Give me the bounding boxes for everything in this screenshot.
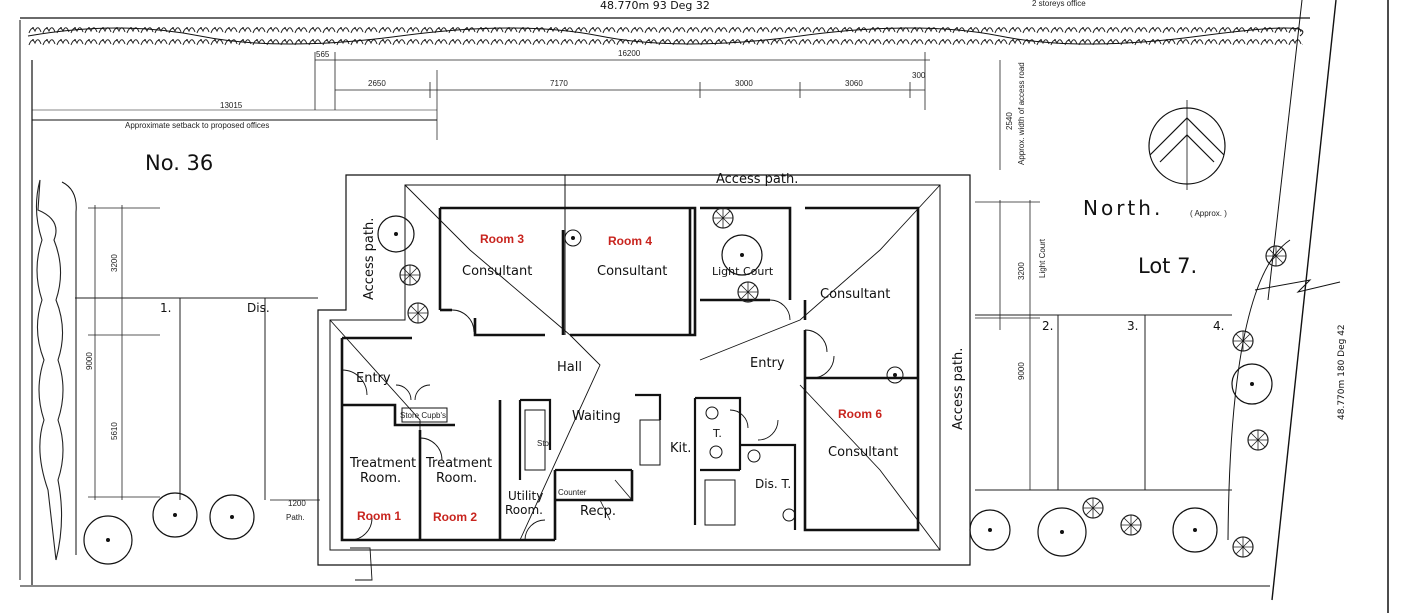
label-light-court: Light Court bbox=[712, 265, 774, 278]
label-dis-t: Dis. T. bbox=[755, 477, 791, 491]
label-recp: Recp. bbox=[580, 504, 616, 519]
room-tag-3: Room 3 bbox=[480, 232, 524, 246]
tree-icon bbox=[969, 509, 1011, 551]
setback-note: Approximate setback to proposed offices bbox=[125, 121, 269, 130]
label-consultant-6: Consultant bbox=[828, 445, 898, 460]
dim-2650: 2650 bbox=[368, 79, 386, 88]
label-sto: Sto bbox=[537, 439, 550, 448]
bay-dis: Dis. bbox=[247, 301, 270, 315]
tree-icon bbox=[83, 515, 133, 565]
top-rooms-walls bbox=[438, 206, 792, 337]
tree-icon bbox=[209, 494, 255, 540]
dim-3000: 3000 bbox=[735, 79, 753, 88]
parking-left bbox=[75, 297, 318, 500]
label-t: T. bbox=[712, 427, 722, 440]
access-width-note: Approx. width of access road bbox=[1017, 62, 1026, 165]
path-label: Path. bbox=[286, 513, 305, 522]
access-path-top: Access path. bbox=[716, 172, 798, 187]
setback-dimension: 13015 bbox=[220, 101, 243, 110]
trees bbox=[83, 207, 1291, 565]
label-treatment-2a: Treatment bbox=[425, 456, 492, 471]
right-dimensions bbox=[975, 60, 1040, 490]
dim-16200: 16200 bbox=[618, 49, 641, 58]
label-consultant-4: Consultant bbox=[597, 264, 667, 279]
room-tags: Room 1 Room 2 Room 3 Room 4 Room 6 bbox=[357, 232, 882, 524]
tree-icon bbox=[721, 234, 763, 276]
tree-icon bbox=[377, 215, 415, 253]
north-label: North. bbox=[1083, 196, 1163, 220]
shrub-icon bbox=[407, 302, 429, 324]
shrub-icon bbox=[1120, 514, 1142, 536]
dim-1200: 1200 bbox=[288, 499, 306, 508]
bay-1: 1. bbox=[160, 301, 171, 315]
label-treatment-2b: Room. bbox=[436, 471, 477, 486]
north-arrow-icon bbox=[1148, 100, 1226, 190]
dim-2540: 2540 bbox=[1005, 112, 1014, 130]
shrub-icon bbox=[399, 264, 421, 286]
room-tag-1: Room 1 bbox=[357, 509, 401, 523]
shrub-icon bbox=[712, 207, 734, 229]
north-approx: ( Approx. ) bbox=[1190, 209, 1227, 218]
dim-3060: 3060 bbox=[845, 79, 863, 88]
left-boundary bbox=[19, 20, 1270, 587]
label-consultant-3: Consultant bbox=[462, 264, 532, 279]
label-treatment-1b: Room. bbox=[360, 471, 401, 486]
bay-4: 4. bbox=[1213, 319, 1224, 333]
top-right-note: 2 storeys office bbox=[1032, 0, 1086, 8]
label-hall: Hall bbox=[557, 360, 582, 375]
shrub-icon bbox=[1247, 429, 1269, 451]
right-boundary: 48.770m 180 Deg 42 bbox=[1254, 0, 1389, 613]
neighbour-no36: No. 36 bbox=[145, 151, 213, 175]
label-treatment-1a: Treatment bbox=[349, 456, 416, 471]
boundary-dimension-top: 48.770m 93 Deg 32 bbox=[600, 0, 710, 12]
top-dimensions bbox=[314, 52, 930, 110]
room-tag-4: Room 4 bbox=[608, 234, 652, 248]
top-boundary: 48.770m 93 Deg 32 2 storeys office bbox=[20, 0, 1310, 50]
shrub-icon bbox=[1082, 497, 1104, 519]
boundary-dimension-right: 48.770m 180 Deg 42 bbox=[1337, 324, 1347, 420]
label-counter: Counter bbox=[558, 488, 587, 497]
tree-icon bbox=[152, 492, 198, 538]
tree-icon bbox=[1231, 363, 1273, 405]
access-path-right: Access path. bbox=[951, 348, 966, 430]
bay-3: 3. bbox=[1127, 319, 1138, 333]
center-services bbox=[518, 393, 797, 530]
dim-right-9000: 9000 bbox=[1017, 362, 1026, 380]
label-kit: Kit. bbox=[670, 441, 691, 456]
setback: 13015 Approximate setback to proposed of… bbox=[32, 70, 438, 140]
tree-icon bbox=[1172, 507, 1218, 553]
fixtures bbox=[401, 229, 904, 522]
access-path-left: Access path. bbox=[362, 218, 377, 300]
tree-icon bbox=[1037, 507, 1087, 557]
label-utility-2: Room. bbox=[505, 503, 543, 517]
dim-left-3200: 3200 bbox=[110, 254, 119, 272]
label-waiting: Waiting bbox=[572, 409, 621, 424]
label-entry-right: Entry bbox=[750, 356, 785, 371]
neighbour-lot7: Lot 7. bbox=[1138, 254, 1197, 278]
left-wing-walls bbox=[340, 336, 634, 542]
dim-7170: 7170 bbox=[550, 79, 568, 88]
label-utility-1: Utility bbox=[508, 489, 543, 503]
room-tag-2: Room 2 bbox=[433, 510, 477, 524]
dim-left-9000: 9000 bbox=[85, 352, 94, 370]
left-dimensions bbox=[88, 205, 160, 500]
parking-right bbox=[975, 314, 1232, 491]
label-consultant-5: Consultant bbox=[820, 287, 890, 302]
label-store-cupbs: Store Cupb's bbox=[400, 411, 446, 420]
shrub-icon bbox=[737, 281, 759, 303]
dim-300: 300 bbox=[912, 71, 926, 80]
dim-565: 565 bbox=[316, 50, 330, 59]
right-rooms-walls bbox=[803, 206, 920, 532]
shrub-icon bbox=[1232, 536, 1254, 558]
light-court-note: Light Court bbox=[1038, 238, 1047, 278]
dim-right-3200: 3200 bbox=[1017, 262, 1026, 280]
dim-left-5610: 5610 bbox=[110, 422, 119, 440]
room-tag-6: Room 6 bbox=[838, 407, 882, 421]
bay-2: 2. bbox=[1042, 319, 1053, 333]
label-entry-left: Entry bbox=[356, 371, 391, 386]
